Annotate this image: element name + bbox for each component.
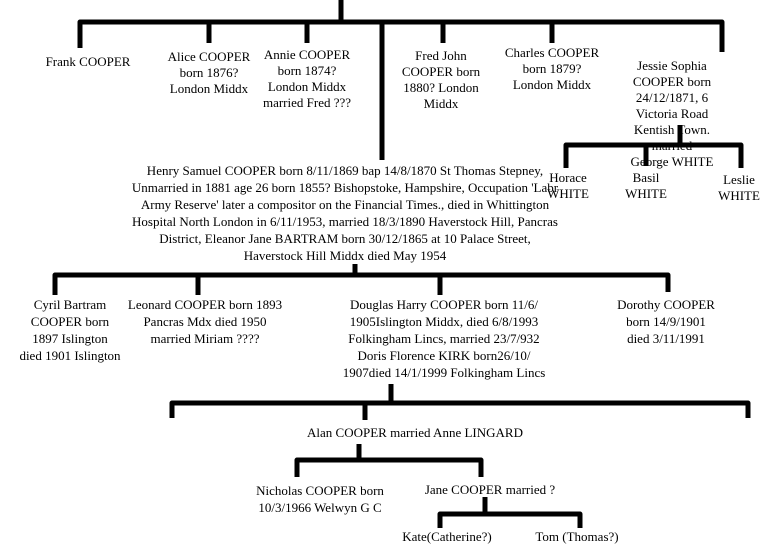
person-dorothy: Dorothy COOPER born 14/9/1901 died 3/11/… — [617, 297, 715, 346]
person-jane: Jane COOPER married ? — [424, 482, 556, 497]
person-douglas: Douglas Harry COOPER born 11/6/ 1905Isli… — [342, 297, 546, 380]
person-cyril: Cyril Bartram COOPER born 1897 Islington… — [19, 297, 121, 363]
person-kate: Kate(Catherine?) — [402, 529, 492, 544]
person-leonard: Leonard COOPER born 1893 Pancras Mdx die… — [127, 297, 283, 346]
connector-white — [563, 125, 744, 168]
connector-jane-children — [437, 497, 583, 528]
person-fred-john: Fred John COOPER born 1880? London Middx — [401, 48, 481, 111]
person-basil: Basil WHITE — [625, 170, 667, 201]
person-charles: Charles COOPER born 1879? London Middx — [504, 45, 600, 92]
connector-douglas-children — [169, 384, 751, 420]
person-henry: Henry Samuel COOPER born 8/11/1869 bap 1… — [131, 163, 559, 263]
connector-henry-children — [52, 264, 671, 295]
person-alan: Alan COOPER married Anne LINGARD — [307, 425, 523, 440]
person-alice: Alice COOPER born 1876? London Middx — [167, 49, 251, 96]
person-nicholas: Nicholas COOPER born 10/3/1966 Welwyn G … — [256, 483, 384, 515]
person-jessie: Jessie Sophia COOPER born 24/12/1871, 6 … — [630, 58, 714, 169]
person-annie: Annie COOPER born 1874? London Middx mar… — [262, 47, 352, 110]
person-leslie: Leslie WHITE — [718, 172, 760, 203]
person-horace: Horace WHITE — [547, 170, 589, 201]
connector-top — [77, 0, 725, 160]
person-frank: Frank COOPER — [45, 54, 131, 69]
person-tom: Tom (Thomas?) — [535, 529, 619, 544]
connector-alan-children — [294, 444, 484, 477]
